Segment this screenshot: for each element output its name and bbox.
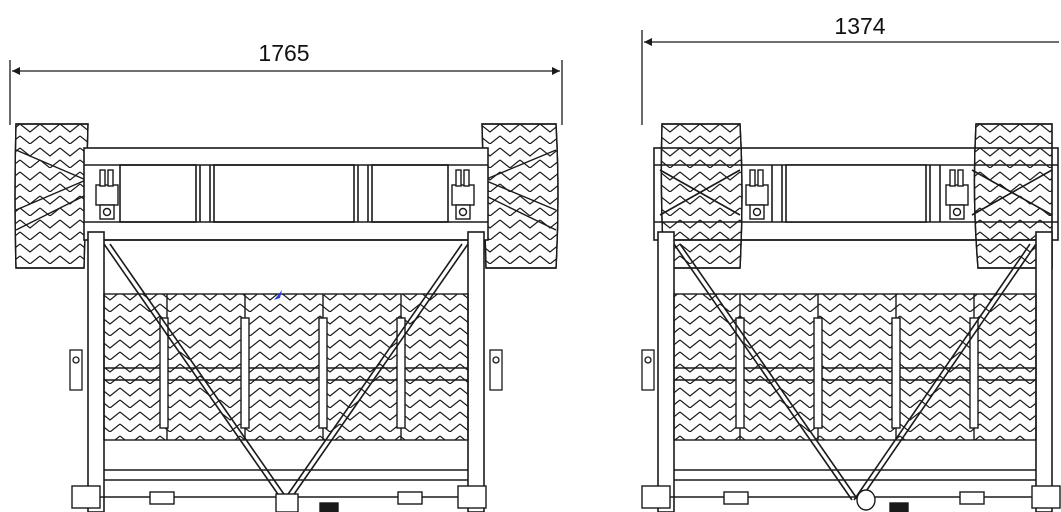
dimension-line-narrow	[641, 30, 1059, 125]
center-tyres	[103, 293, 469, 441]
right-side-tyre	[481, 123, 559, 269]
diagonal-braces	[103, 243, 469, 501]
center-tyres-narrow	[673, 293, 1037, 441]
left-clamp	[95, 169, 119, 220]
dimension-label-narrow: 1374	[834, 13, 885, 39]
side-brackets-narrow	[641, 349, 655, 391]
front-view-wide: 1765	[9, 40, 563, 512]
diagonal-braces-narrow	[673, 243, 1037, 501]
right-clamp	[451, 169, 475, 220]
dimension-label-wide: 1765	[258, 40, 309, 66]
bottom-hitch-narrow	[641, 485, 1061, 512]
side-brackets	[69, 349, 503, 391]
left-clamp-narrow	[745, 169, 769, 220]
right-side-tyre-narrow	[973, 123, 1053, 269]
accent-mark	[274, 290, 282, 300]
frame-posts	[87, 231, 485, 512]
left-side-tyre	[14, 123, 89, 269]
frame-posts-narrow	[657, 231, 1053, 512]
right-clamp-narrow	[945, 169, 969, 220]
front-view-narrow: 1374	[641, 13, 1061, 512]
bottom-hitch	[71, 485, 487, 512]
dimension-line-wide	[9, 60, 563, 125]
top-frame	[83, 147, 489, 241]
top-frame-narrow	[653, 147, 1059, 241]
